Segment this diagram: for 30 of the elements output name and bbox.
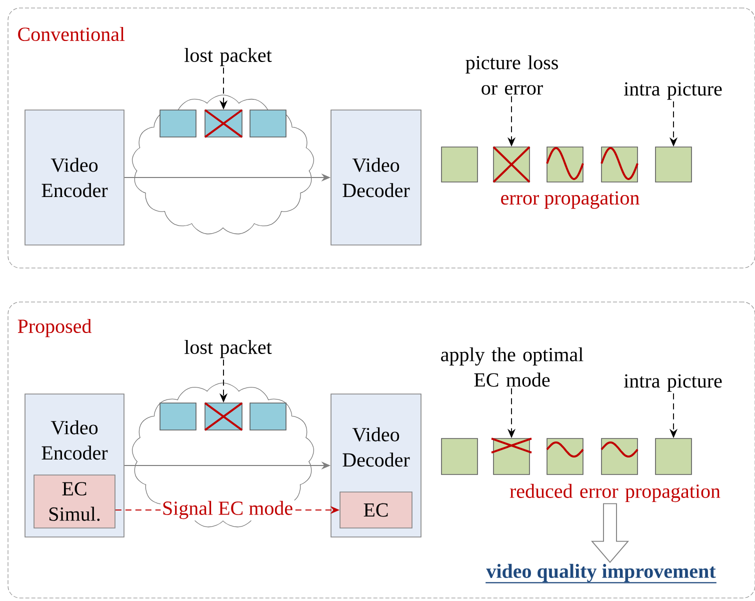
result-text: video quality improvement <box>486 564 716 584</box>
picture-frame <box>492 146 530 183</box>
picture-frame <box>441 438 478 475</box>
annotation-text: intra picture <box>624 82 722 100</box>
hollow-arrow <box>591 503 630 564</box>
packet-box <box>250 402 286 430</box>
caption-text: error propagation <box>501 191 640 209</box>
process-box: Video Encoder <box>24 110 124 246</box>
panel-heading: Proposed <box>18 318 92 338</box>
process-box: Video Decoder <box>330 110 422 246</box>
edge-label: Signal EC mode <box>160 500 294 520</box>
panel-heading: Conventional <box>18 26 125 42</box>
picture-frame <box>655 146 692 182</box>
picture-frame <box>441 146 478 182</box>
annotation-text: picture loss or error <box>466 55 558 95</box>
packet-box <box>250 110 286 138</box>
annotation-text: intra picture <box>624 374 722 392</box>
picture-frame <box>655 438 692 475</box>
packet-box <box>160 110 196 138</box>
module-box: EC <box>340 492 412 528</box>
packet-box <box>160 402 196 430</box>
picture-frame <box>546 438 584 475</box>
annotation-text: apply the optimal EC mode <box>441 347 584 387</box>
annotation-text: lost packet <box>184 340 272 358</box>
module-box: EC Simul. <box>34 474 116 528</box>
annotation-text: reduced error propagation <box>510 484 720 502</box>
picture-frame <box>601 438 638 475</box>
annotation-text: lost packet <box>184 48 272 66</box>
packet-box <box>204 402 243 431</box>
packet-box <box>204 109 243 138</box>
